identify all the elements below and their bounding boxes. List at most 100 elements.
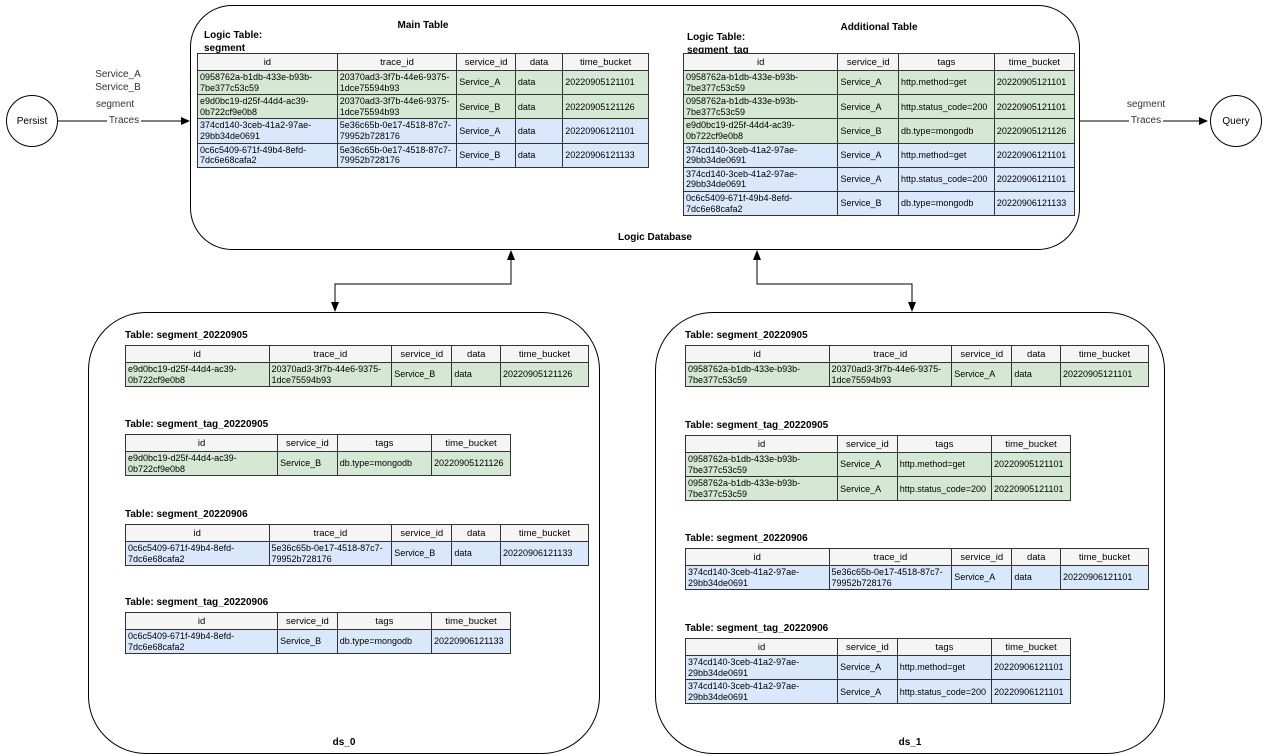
connector-ds0-down-arrowhead: [331, 302, 339, 312]
column-header: trace_id: [828, 548, 953, 566]
table-cell: http.status_code=200: [896, 476, 993, 502]
table-cell: db.type=mongodb: [898, 191, 995, 217]
additional-logic-table-name: segment_tag: [687, 45, 749, 56]
column-header: time_bucket: [431, 434, 511, 452]
table-cell: Service_A: [951, 361, 1013, 388]
column-header: data: [514, 53, 564, 71]
column-header: time_bucket: [431, 612, 511, 630]
table-cell: 374cd140-3ceb-41a2-97ae-29bb34de0691: [197, 118, 338, 144]
table-cell: Service_B: [277, 628, 338, 655]
column-header: time_bucket: [500, 524, 589, 542]
table-cell: e9d0bc19-d25f-44d4-ac39-0b722cf9e0b8: [197, 94, 338, 120]
table-cell: Service_B: [837, 191, 900, 217]
persist-flow-label-service-b: Service_B: [95, 82, 141, 93]
table-cell: 0958762a-b1db-433e-b93b-7be377c53c59: [684, 476, 839, 502]
table-cell: Service_A: [837, 142, 900, 168]
table-cell: 374cd140-3ceb-41a2-97ae-29bb34de0691: [685, 564, 830, 591]
table-cell: Service_B: [456, 94, 516, 120]
column-header: trace_id: [268, 345, 393, 363]
table-cell: 20220905121101: [993, 69, 1076, 96]
column-header: id: [682, 53, 839, 71]
column-header: service_id: [951, 345, 1013, 363]
column-header: tags: [896, 638, 993, 656]
table-cell: 0958762a-b1db-433e-b93b-7be377c53c59: [685, 361, 830, 388]
table-cell: 0c6c5409-671f-49b4-8efd-7dc6e68cafa2: [682, 191, 839, 217]
query-node[interactable]: Query: [1210, 95, 1262, 147]
column-header: id: [124, 434, 279, 452]
table-cell: http.status_code=200: [898, 94, 995, 120]
table-cell: 20220906121101: [991, 679, 1071, 705]
table-cell: 0958762a-b1db-433e-b93b-7be377c53c59: [197, 69, 338, 96]
query-arrowhead: [1199, 117, 1208, 125]
connector-ds1-up-arrowhead: [753, 250, 761, 260]
column-header: service_id: [837, 435, 898, 453]
table-cell: Service_B: [456, 142, 516, 168]
table-cell: Service_A: [456, 69, 516, 96]
persist-node[interactable]: Persist: [6, 95, 58, 147]
column-header: tags: [336, 612, 433, 630]
table-cell: 374cd140-3ceb-41a2-97ae-29bb34de0691: [682, 166, 839, 193]
persist-arrow-label: Traces: [106, 115, 142, 126]
table-cell: Service_A: [456, 118, 516, 144]
table-cell: 20220905121101: [1060, 361, 1149, 388]
column-header: id: [684, 435, 839, 453]
connector-ds1-down-arrowhead: [908, 302, 916, 312]
table-cell: 20220906121133: [562, 142, 649, 168]
column-header: service_id: [277, 434, 338, 452]
column-header: time_bucket: [1060, 345, 1149, 363]
column-header: id: [197, 53, 338, 71]
table-cell: data: [1011, 361, 1061, 388]
table-cell: e9d0bc19-d25f-44d4-ac39-0b722cf9e0b8: [125, 361, 270, 388]
table-cell: http.method=get: [896, 654, 993, 681]
column-header: tags: [898, 53, 995, 71]
table-cell: data: [514, 69, 564, 96]
table-title: Table: segment_20220905: [685, 330, 808, 341]
table-cell: 374cd140-3ceb-41a2-97ae-29bb34de0691: [682, 142, 839, 168]
table-cell: data: [1011, 564, 1061, 591]
table-cell: http.method=get: [898, 142, 995, 168]
connector-ds0-up-arrowhead: [507, 250, 515, 260]
table-cell: db.type=mongodb: [898, 118, 995, 144]
persist-node-label: Persist: [16, 115, 48, 127]
column-header: id: [684, 638, 839, 656]
column-header: id: [125, 524, 270, 542]
table-cell: 20370ad3-3f7b-44e6-9375-1dce75594b93: [828, 361, 953, 388]
table-cell: Service_A: [837, 654, 898, 681]
table-cell: data: [451, 361, 501, 388]
main-table-section-title: Main Table: [397, 20, 449, 31]
main-logic-table-label: Logic Table: segment: [204, 29, 262, 55]
persist-flow-label-segment: segment: [95, 99, 135, 110]
column-header: data: [1011, 548, 1061, 566]
persist-arrowhead: [181, 117, 190, 125]
table-cell: 20220906121101: [1060, 564, 1149, 591]
column-header: service_id: [391, 345, 453, 363]
column-header: tags: [336, 434, 433, 452]
table-cell: 0c6c5409-671f-49b4-8efd-7dc6e68cafa2: [125, 540, 270, 567]
table-cell: 374cd140-3ceb-41a2-97ae-29bb34de0691: [684, 679, 839, 705]
